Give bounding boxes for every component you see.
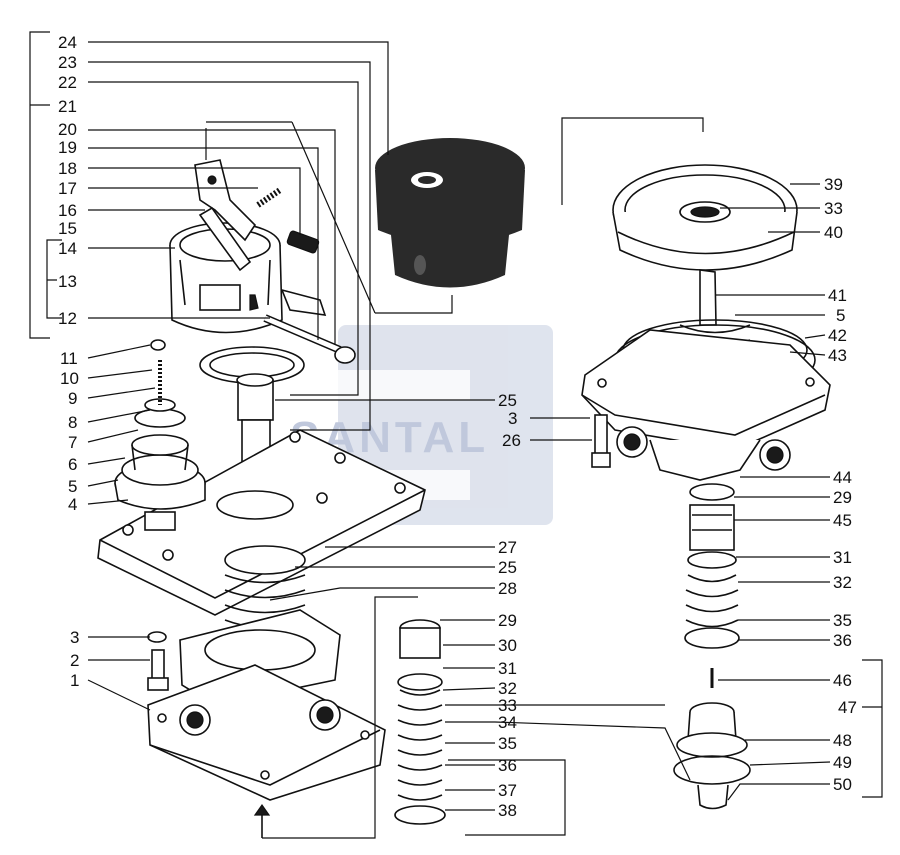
bracket-21 [29,31,50,339]
callout-30: 30 [498,636,517,655]
callout-22: 22 [58,73,77,92]
callout-5-left: 5 [68,477,77,496]
callout-36-center: 36 [498,756,517,775]
callout-24: 24 [58,33,77,52]
callout-8: 8 [68,413,77,432]
callout-42: 42 [828,326,847,345]
callout-29-right: 29 [833,488,852,507]
callout-43: 43 [828,346,847,365]
callout-26: 26 [502,431,521,450]
callout-labels: 24 23 22 21 20 19 18 17 16 15 14 13 12 1… [58,33,857,820]
callout-11: 11 [60,349,78,368]
callout-2: 2 [70,651,79,670]
right-valve-assembly [561,117,883,810]
callout-20: 20 [58,120,77,139]
callout-33-right: 33 [824,199,843,218]
callout-44: 44 [833,468,852,487]
callout-28: 28 [498,579,517,598]
cap-24 [375,138,525,314]
callout-32-right: 32 [833,573,852,592]
callout-35-right: 35 [833,611,852,630]
callout-37: 37 [498,781,517,800]
callout-32-center: 32 [498,679,517,698]
callout-41: 41 [828,286,847,305]
small-valve-assembly [114,339,206,531]
callout-4: 4 [68,495,77,514]
callout-16: 16 [58,201,77,220]
callout-47: 47 [838,698,857,717]
callout-7: 7 [68,433,77,452]
callout-23: 23 [58,53,77,72]
callout-9: 9 [68,389,77,408]
callout-18: 18 [58,159,77,178]
spring-stack-center [394,619,566,836]
callout-19: 19 [58,138,77,157]
callout-29-center: 29 [498,611,517,630]
callout-1: 1 [70,671,79,690]
callout-14: 14 [58,239,77,258]
callout-38: 38 [498,801,517,820]
callout-5-right: 5 [836,306,845,325]
callout-6: 6 [68,455,77,474]
callout-25-upper: 25 [498,391,517,410]
left-valve-assembly [97,159,566,839]
callout-48: 48 [833,731,852,750]
bracket-13 [46,239,62,319]
callout-35-center: 35 [498,734,517,753]
callout-36-right: 36 [833,631,852,650]
callout-25-lower: 25 [498,558,517,577]
callout-45: 45 [833,511,852,530]
callout-34: 34 [498,713,517,732]
callout-17: 17 [58,179,77,198]
callout-27: 27 [498,538,517,557]
callout-39: 39 [824,175,843,194]
callout-12: 12 [58,309,77,328]
callout-13: 13 [58,272,77,291]
callout-49: 49 [833,753,852,772]
upper-housing [169,159,356,364]
callout-40: 40 [824,223,843,242]
callout-21: 21 [58,97,77,116]
callout-46: 46 [833,671,852,690]
leader-lines [87,41,831,811]
callout-10: 10 [60,369,79,388]
callout-33-center: 33 [498,696,517,715]
base-housing [147,545,418,839]
callout-3-middle: 3 [508,409,517,428]
callout-31-center: 31 [498,659,517,678]
callout-31-right: 31 [833,548,852,567]
callout-15: 15 [58,219,77,238]
callout-3-left: 3 [70,628,79,647]
callout-50: 50 [833,775,852,794]
